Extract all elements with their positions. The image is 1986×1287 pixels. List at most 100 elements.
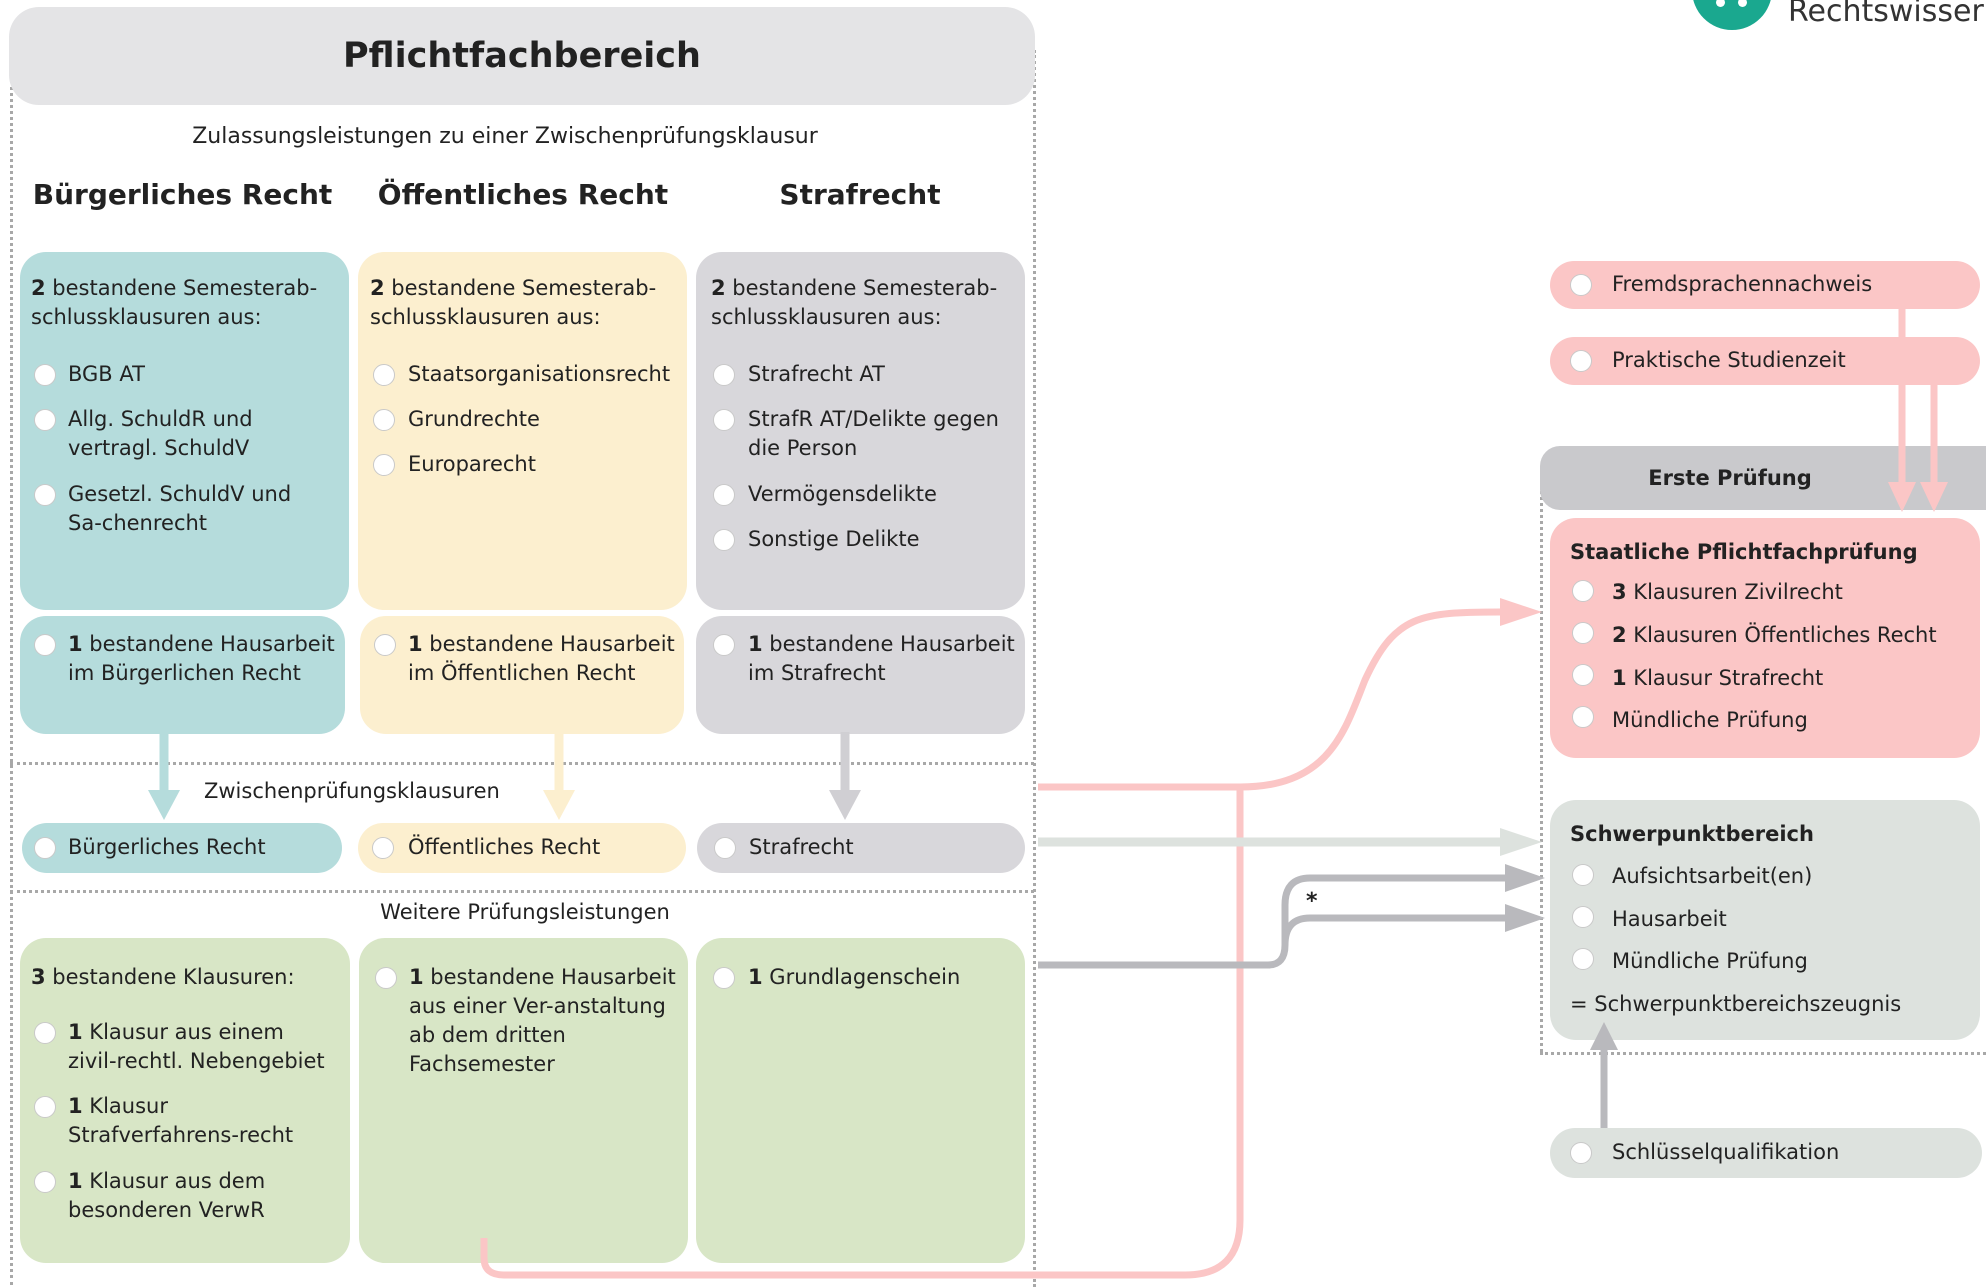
list-item: 1 Klausur Strafrecht <box>1612 666 1824 690</box>
checkbox-circle <box>1572 622 1594 644</box>
box-burgerlich-klausuren: 2 bestandene Semesterab-schlussklausuren… <box>20 252 349 610</box>
box-schwerpunktbereich: Schwerpunktbereich Aufsichtsarbeit(en) H… <box>1550 800 1980 1040</box>
main-frame-right <box>1033 50 1036 1287</box>
column-heading-oeffentlich: Öffentliches Recht <box>377 178 669 211</box>
page-title: Pflichtfachbereich <box>343 36 701 76</box>
intro-text: 2 bestandene Semesterab-schlussklausuren… <box>370 276 657 329</box>
intro-text: 2 bestandene Semesterab-schlussklausuren… <box>711 276 998 329</box>
arrowhead <box>1505 864 1545 892</box>
arrowhead <box>829 790 861 820</box>
list-item: StrafR AT/Delikte gegen die Person <box>748 407 999 460</box>
arrowhead <box>1505 904 1545 932</box>
checkbox-circle <box>1572 948 1594 970</box>
checkbox-circle <box>34 484 56 506</box>
hausarbeit-text: 1 bestandene Hausarbeit im Strafrecht <box>748 632 1015 685</box>
logo-text: Rechtswisser <box>1788 0 1984 29</box>
list-item: Hausarbeit <box>1612 907 1727 931</box>
list-item: Strafrecht AT <box>748 362 885 386</box>
zwischen-burgerlich: Bürgerliches Recht <box>22 823 342 873</box>
list-item: Sonstige Delikte <box>748 527 920 551</box>
arrowhead <box>543 790 575 820</box>
weitere-hausarbeit-text: 1 bestandene Hausarbeit aus einer Ver-an… <box>409 965 676 1076</box>
list-item: Mündliche Prüfung <box>1612 949 1808 973</box>
divider-zwischen-top <box>10 762 1034 765</box>
arrowhead <box>148 790 180 820</box>
checkbox-circle <box>373 364 395 386</box>
erste-frame-left <box>1540 480 1543 1052</box>
arrowhead <box>1500 598 1542 626</box>
zwischen-straf: Strafrecht <box>697 823 1025 873</box>
logo: Rechtswisser <box>1690 0 1986 30</box>
checkbox-circle <box>714 837 736 859</box>
schluessel-pill: Schlüsselqualifikation <box>1550 1128 1982 1178</box>
checkbox-circle <box>34 837 56 859</box>
checkbox-circle <box>713 484 735 506</box>
box-grundlagenschein: 1 Grundlagenschein <box>696 938 1025 1263</box>
praktische-pill: Praktische Studienzeit <box>1550 337 1980 385</box>
box-oeffentlich-klausuren: 2 bestandene Semesterab-schlussklausuren… <box>358 252 687 610</box>
list-item: Mündliche Prüfung <box>1612 708 1808 732</box>
box-straf-klausuren: 2 bestandene Semesterab-schlussklausuren… <box>696 252 1025 610</box>
checkbox-circle <box>1570 1142 1592 1164</box>
checkbox-circle <box>713 634 735 656</box>
weitere-label: Weitere Prüfungsleistungen <box>380 900 670 924</box>
list-item: BGB AT <box>68 362 145 386</box>
staatliche-title: Staatliche Pflichtfachprüfung <box>1570 540 1918 564</box>
list-item: Europarecht <box>408 452 536 476</box>
checkbox-circle <box>1572 580 1594 602</box>
list-item: Staatsorganisationsrecht <box>408 362 671 386</box>
checkbox-circle <box>713 529 735 551</box>
asterisk-note: * <box>1306 889 1318 914</box>
box-oeffentlich-hausarbeit: 1 bestandene Hausarbeit im Öffentlichen … <box>360 616 684 734</box>
list-item: 2 Klausuren Öffentliches Recht <box>1612 623 1937 647</box>
main-frame-left <box>10 80 13 1285</box>
checkbox-circle <box>1572 706 1594 728</box>
box-burgerlich-hausarbeit: 1 bestandene Hausarbeit im Bürgerlichen … <box>20 616 345 734</box>
checkbox-circle <box>372 837 394 859</box>
schwerpunkt-title: Schwerpunktbereich <box>1570 822 1814 846</box>
list-item: 1 Klausur aus einem zivil-rechtl. Nebeng… <box>68 1020 325 1073</box>
checkbox-circle <box>713 967 735 989</box>
logo-icon <box>1692 0 1772 30</box>
grundlagen-text: 1 Grundlagenschein <box>748 965 961 989</box>
klausuren-intro: 3 bestandene Klausuren: <box>31 965 295 989</box>
list-item: Allg. SchuldR und vertragl. SchuldV <box>68 407 253 460</box>
checkbox-circle <box>34 1096 56 1118</box>
fremdsprachen-pill: Fremdsprachennachweis <box>1550 261 1980 309</box>
main-subtitle: Zulassungsleistungen zu einer Zwischenpr… <box>192 124 818 149</box>
arrowhead <box>1500 828 1542 856</box>
arrow-grey-to-aufsicht <box>1038 874 1510 969</box>
divider-weitere-top <box>10 890 1034 893</box>
column-heading-burgerlich: Bürgerliches Recht <box>32 178 333 211</box>
list-item: 1 Klausur Strafverfahrens-recht <box>68 1094 294 1147</box>
list-item: Grundrechte <box>408 407 540 431</box>
box-straf-hausarbeit: 1 bestandene Hausarbeit im Strafrecht <box>696 616 1025 734</box>
checkbox-circle <box>34 409 56 431</box>
intro-text: 2 bestandene Semesterab-schlussklausuren… <box>31 276 318 329</box>
main-title-bar: Pflichtfachbereich <box>9 7 1035 105</box>
list-item: Aufsichtsarbeit(en) <box>1612 864 1813 888</box>
checkbox-circle <box>375 967 397 989</box>
box-weitere-hausarbeit: 1 bestandene Hausarbeit aus einer Ver-an… <box>359 938 688 1263</box>
checkbox-circle <box>1570 350 1592 372</box>
arrow-grey-to-hausarbeit <box>1281 914 1510 946</box>
schwerpunkt-result: = Schwerpunktbereichszeugnis <box>1570 992 1902 1016</box>
checkbox-circle <box>34 1022 56 1044</box>
erste-frame-bottom <box>1540 1052 1986 1055</box>
list-item: Gesetzl. SchuldV und Sa-chenrecht <box>68 482 292 535</box>
box-staatliche-pflichtfachpruefung: Staatliche Pflichtfachprüfung 3 Klausure… <box>1550 518 1980 758</box>
checkbox-circle <box>373 409 395 431</box>
checkbox-circle <box>713 364 735 386</box>
zwischen-oeffentlich: Öffentliches Recht <box>358 823 686 873</box>
checkbox-circle <box>34 1171 56 1193</box>
zwischen-label: Zwischenprüfungsklausuren <box>204 779 500 803</box>
checkbox-circle <box>34 634 56 656</box>
hausarbeit-text: 1 bestandene Hausarbeit im Öffentlichen … <box>408 632 675 685</box>
hausarbeit-text: 1 bestandene Hausarbeit im Bürgerlichen … <box>68 632 335 685</box>
checkbox-circle <box>1570 274 1592 296</box>
checkbox-circle <box>34 364 56 386</box>
box-weitere-klausuren: 3 bestandene Klausuren: 1 Klausur aus ei… <box>20 938 350 1263</box>
column-heading-straf: Strafrecht <box>779 178 941 211</box>
checkbox-circle <box>1572 864 1594 886</box>
checkbox-circle <box>374 634 396 656</box>
